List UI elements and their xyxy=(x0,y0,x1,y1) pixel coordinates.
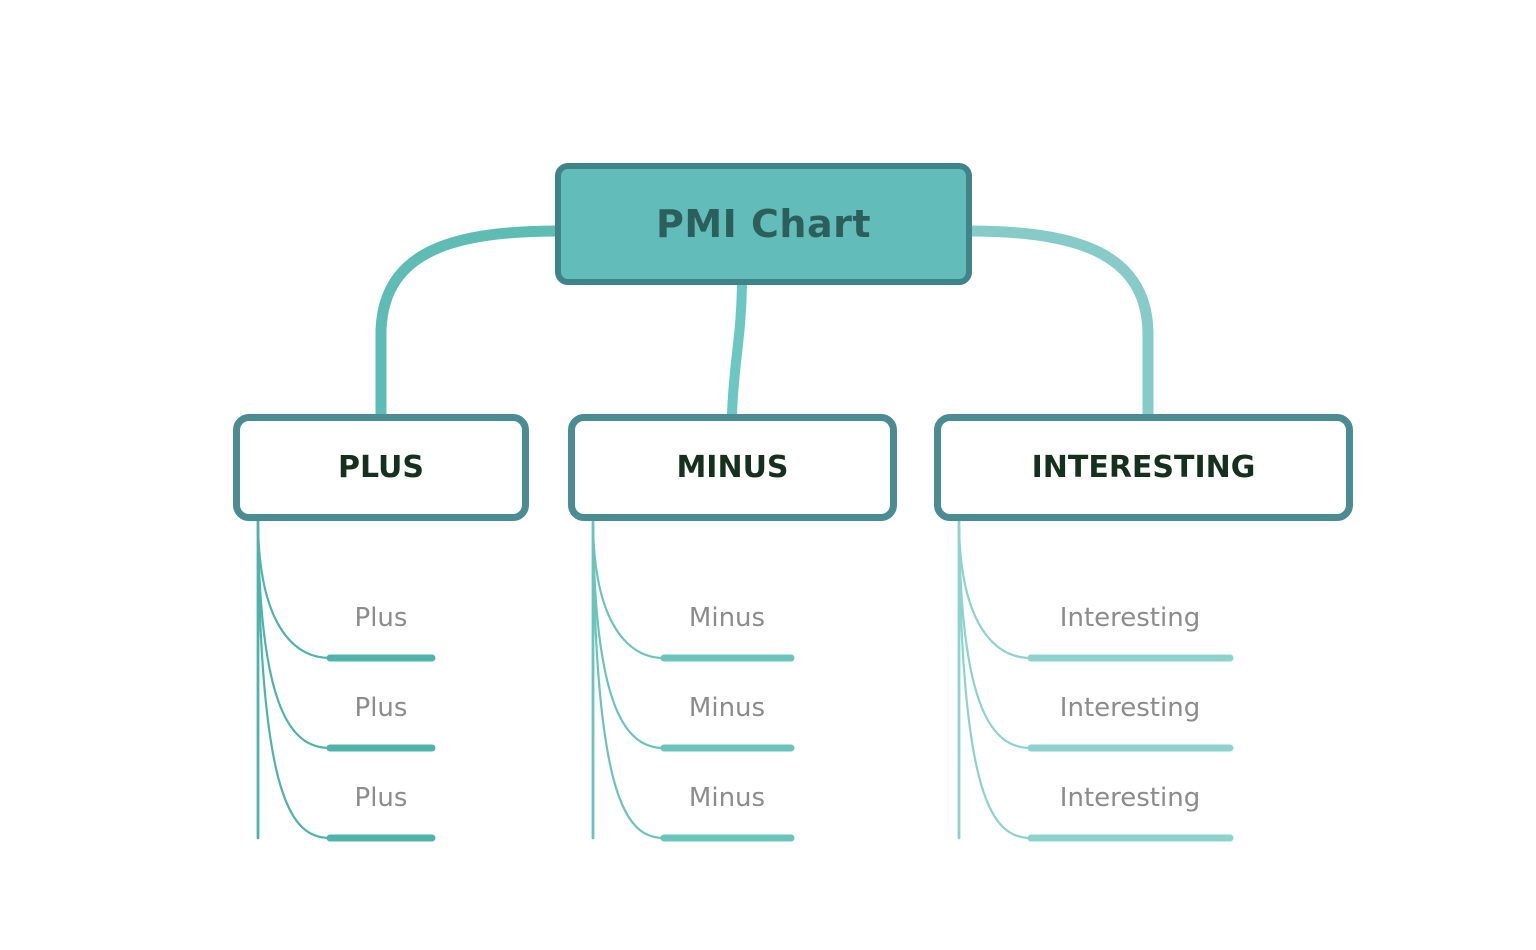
leaf-curve-plus-1 xyxy=(256,525,332,750)
leaf-label-plus-1[interactable]: Plus xyxy=(354,693,408,723)
root-node[interactable]: PMI Chart xyxy=(555,163,972,285)
branch-node-label-interesting: INTERESTING xyxy=(1031,449,1256,485)
leaf-curve-interesting-0 xyxy=(957,525,1033,660)
leaf-label-interesting-0[interactable]: Interesting xyxy=(1059,603,1201,633)
connector-root-to-minus xyxy=(727,280,747,419)
leaf-label-interesting-2[interactable]: Interesting xyxy=(1059,783,1201,813)
leaf-label-minus-0[interactable]: Minus xyxy=(688,603,766,633)
branch-node-label-minus: MINUS xyxy=(676,449,789,485)
leaf-curve-minus-0 xyxy=(591,525,666,660)
connector-root-to-interesting xyxy=(962,225,1154,420)
leaf-curve-interesting-1 xyxy=(957,525,1033,750)
branch-node-minus[interactable]: MINUS xyxy=(568,414,897,521)
leaf-curve-plus-2 xyxy=(256,525,332,840)
leaf-label-minus-2[interactable]: Minus xyxy=(688,783,766,813)
branch-node-interesting[interactable]: INTERESTING xyxy=(934,414,1353,521)
leaf-label-minus-1[interactable]: Minus xyxy=(688,693,766,723)
root-node-label: PMI Chart xyxy=(655,202,872,246)
branch-node-label-plus: PLUS xyxy=(337,449,424,485)
leaf-label-plus-2[interactable]: Plus xyxy=(354,783,408,813)
leaf-curve-plus-0 xyxy=(256,525,332,660)
connector-root-to-plus xyxy=(375,225,566,420)
leaf-label-interesting-1[interactable]: Interesting xyxy=(1059,693,1201,723)
branch-node-plus[interactable]: PLUS xyxy=(233,414,529,521)
leaf-label-plus-0[interactable]: Plus xyxy=(354,603,408,633)
leaf-curve-minus-1 xyxy=(591,525,666,750)
leaf-curve-minus-2 xyxy=(591,525,666,840)
leaf-curve-interesting-2 xyxy=(957,525,1033,840)
